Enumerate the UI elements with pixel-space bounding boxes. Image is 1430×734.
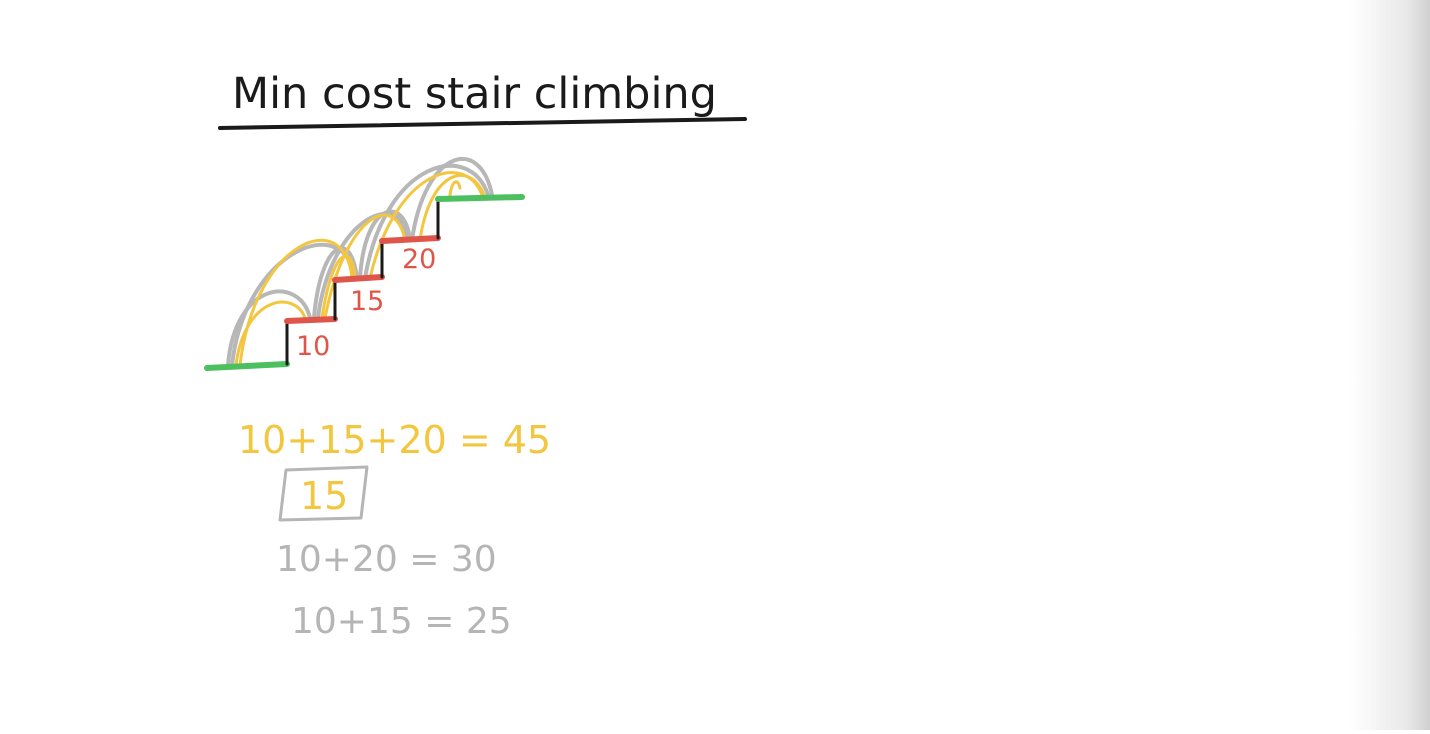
- arc-yellow-step1-to-step2: [320, 254, 357, 320]
- step-2-cost-label: 15: [350, 286, 384, 317]
- equation-option-two: 10+20 = 30: [276, 539, 497, 580]
- arc-gray-ground-to-step1: [226, 289, 312, 367]
- equation-all-steps: 10+15+20 = 45: [238, 418, 551, 462]
- title-underline: [218, 117, 747, 130]
- staircase: [204, 194, 525, 371]
- answer-box: [278, 465, 369, 522]
- step-1-tread: [284, 316, 338, 324]
- arc-yellow-short-top: [448, 180, 462, 197]
- step-2-tread: [332, 274, 385, 283]
- arc-gray-step1-to-step3: [316, 211, 410, 320]
- arc-gray-step3-to-top: [410, 157, 494, 242]
- arc-gray-step2-to-top: [363, 163, 490, 280]
- arc-yellow-step3-to-top: [418, 173, 486, 242]
- step-3-tread: [379, 235, 441, 244]
- ground-landing: [204, 361, 290, 371]
- page-edge-shadow: [1350, 0, 1430, 730]
- arc-yellow-ground-to-step1: [234, 300, 307, 367]
- step-1-cost-label: 10: [296, 331, 330, 362]
- answer-boxed-value: 15: [300, 474, 348, 518]
- page-title: Min cost stair climbing: [232, 69, 717, 119]
- top-landing: [435, 194, 525, 202]
- equation-option-three: 10+15 = 25: [291, 601, 512, 642]
- step-3-cost-label: 20: [402, 244, 436, 275]
